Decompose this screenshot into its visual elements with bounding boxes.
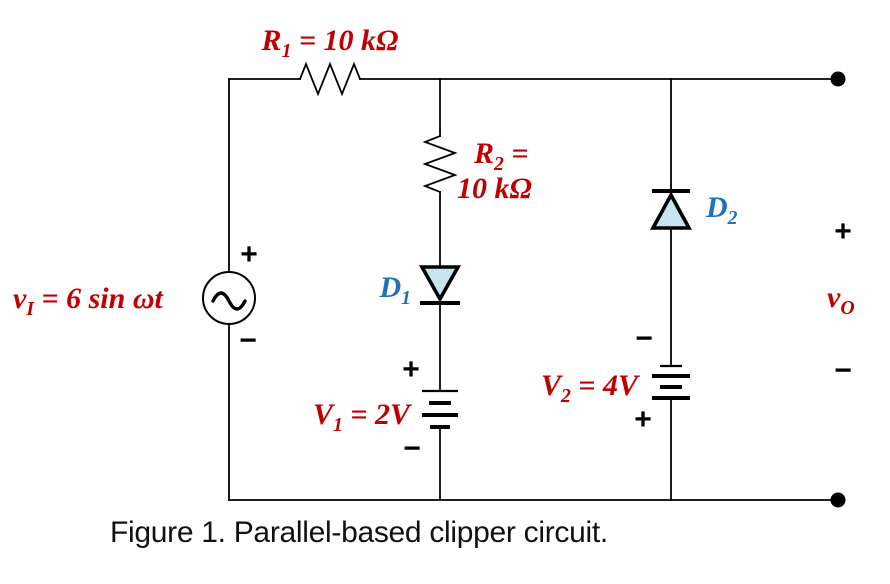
diode-d2-symbol [649, 189, 693, 230]
resistor-r2-symbol [422, 134, 458, 194]
r2-label-line1: R2 = [473, 137, 529, 175]
resistor-r1-symbol [298, 61, 362, 97]
vout-minus-sign: − [834, 354, 852, 387]
input-voltage-label: vI = 6 sin ωt [13, 282, 165, 320]
r1-label: R1 = 10 kΩ [261, 24, 399, 62]
terminal-dot-bottom [830, 492, 846, 508]
battery-v1-symbol [422, 389, 458, 429]
d2-label: D2 [705, 191, 738, 229]
source-plus-sign: + [240, 238, 258, 271]
battery-v2-symbol [652, 364, 690, 400]
v1-minus-sign: − [403, 432, 421, 465]
r2-label-line2: 10 kΩ [457, 172, 532, 205]
v2-plus-sign: + [634, 403, 652, 436]
diode-d1-symbol [418, 265, 462, 305]
diode-d2-triangle [649, 191, 693, 230]
vout-plus-sign: + [834, 215, 852, 248]
d1-label: D1 [378, 271, 411, 309]
terminal-dot-top [830, 71, 846, 87]
source-minus-sign: − [239, 324, 257, 357]
wires [228, 78, 839, 501]
v2-label: V2 = 4V [541, 369, 641, 407]
v1-plus-sign: + [402, 353, 420, 386]
diode-d1-triangle [418, 265, 462, 303]
v1-label: V1 = 2V [313, 398, 413, 436]
v2-minus-sign: − [635, 322, 653, 355]
figure-caption: Figure 1. Parallel-based clipper circuit… [110, 516, 608, 549]
output-voltage-label: vO [827, 281, 855, 319]
ac-source-circle [202, 271, 256, 325]
sine-wave-icon [211, 291, 247, 311]
ac-source-symbol [202, 271, 256, 325]
